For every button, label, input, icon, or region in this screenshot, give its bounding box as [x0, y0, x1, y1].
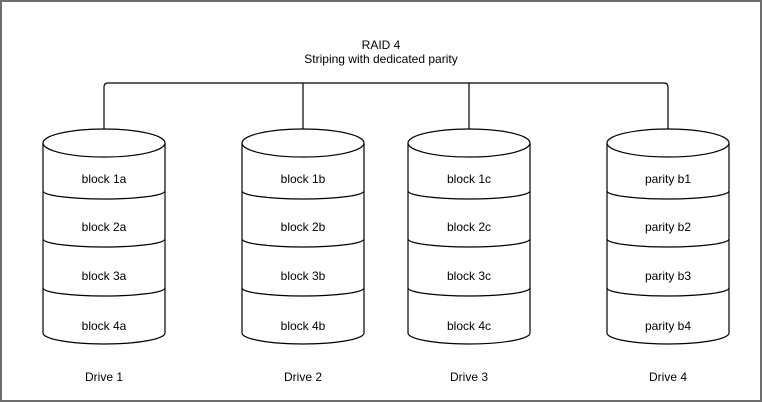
title-block: RAID 4 Striping with dedicated parity: [2, 38, 760, 66]
block-label: block 1b: [280, 172, 326, 186]
drive-4-cylinder-icon: [606, 128, 730, 345]
block-label: block 1c: [446, 172, 492, 186]
block-label: parity b1: [644, 172, 692, 186]
drive-1-cylinder-icon: [42, 128, 166, 345]
block-label: block 4a: [81, 319, 127, 333]
drive-label: Drive 3: [449, 370, 488, 384]
block-label: block 3c: [446, 269, 492, 283]
block-label: block 4b: [280, 319, 326, 333]
drive-label: Drive 2: [283, 370, 322, 384]
drive-3-cylinder-icon: [407, 128, 531, 345]
diagram-subtitle: Striping with dedicated parity: [304, 52, 458, 66]
drive-label: Drive 1: [84, 370, 123, 384]
block-label: block 1a: [81, 172, 127, 186]
block-label: parity b2: [644, 220, 692, 234]
block-label: parity b4: [644, 319, 692, 333]
diagram-title: RAID 4: [361, 38, 401, 52]
block-label: block 3a: [81, 269, 127, 283]
block-label: block 3b: [280, 269, 326, 283]
drive-label: Drive 4: [648, 370, 687, 384]
block-label: block 4c: [446, 319, 492, 333]
bus-connector: [103, 82, 669, 129]
block-label: parity b3: [644, 269, 692, 283]
block-label: block 2a: [81, 220, 127, 234]
block-label: block 2c: [446, 220, 492, 234]
block-label: block 2b: [280, 220, 326, 234]
drive-2-cylinder-icon: [241, 128, 365, 345]
